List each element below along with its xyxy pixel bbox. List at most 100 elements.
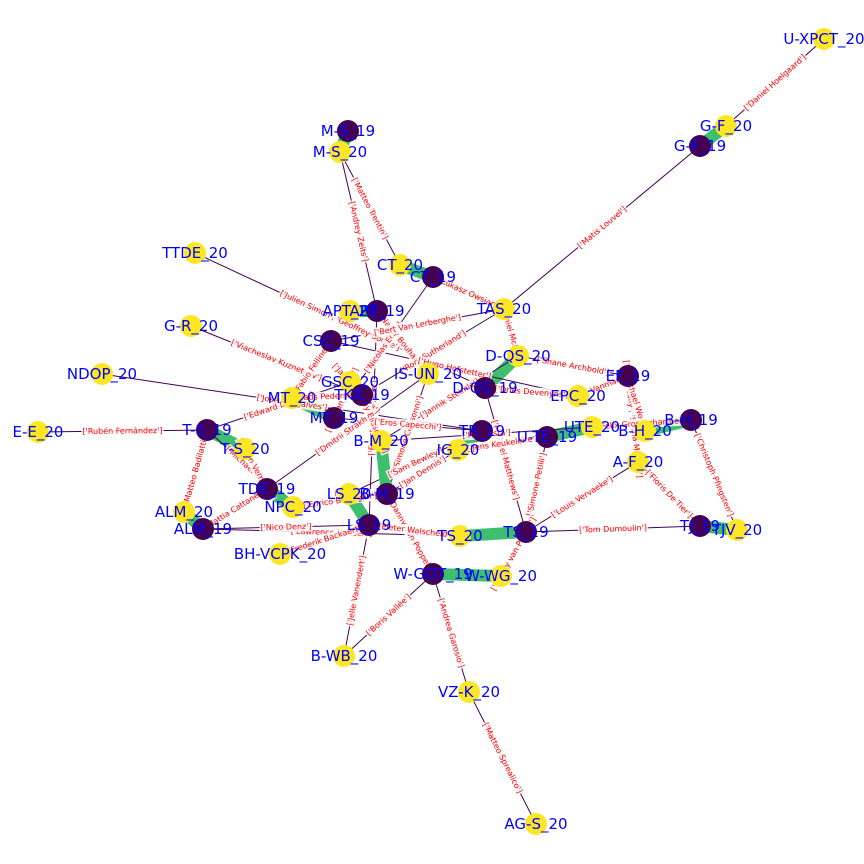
node-IG_20[interactable] <box>447 439 469 461</box>
node-T-S_20[interactable] <box>234 438 256 460</box>
node-T-S_19[interactable] <box>196 419 218 441</box>
edge-label-background <box>259 521 313 533</box>
edge-label: ['Boris Vallée'] <box>364 592 413 638</box>
node-label: TR_19 <box>458 422 505 441</box>
node-ALM_20[interactable] <box>173 501 195 523</box>
node-BH-VCPK_20[interactable] <box>269 543 291 565</box>
node-B-H_19[interactable] <box>680 409 702 431</box>
node-TKA_19[interactable] <box>351 384 373 406</box>
edge-W-GOT_19-W-WG_20 <box>432 568 502 582</box>
node-D-QS_20[interactable] <box>507 345 529 367</box>
node-TS_20[interactable] <box>449 525 471 547</box>
edge-label: ['Rubén Fernández'] <box>82 425 162 436</box>
node-APT_19[interactable] <box>366 300 388 322</box>
node-TDE_19[interactable] <box>256 478 278 500</box>
node-label: W-GOT_19 <box>393 565 472 584</box>
node-LS_20[interactable] <box>338 483 360 505</box>
node-MT_19[interactable] <box>323 407 345 429</box>
node-B-H_20[interactable] <box>634 420 656 442</box>
edge-label-background <box>548 473 616 521</box>
edge-label-background <box>396 453 449 491</box>
node-EF_19[interactable] <box>617 365 639 387</box>
edge-label-background <box>374 520 455 541</box>
node-label: NPC_20 <box>264 498 321 517</box>
node-TS_19[interactable] <box>515 521 537 543</box>
edge-label: ['Christoph Pfingsten'] <box>693 432 736 518</box>
node-G-F_19[interactable] <box>689 135 711 157</box>
node-B-M_19[interactable] <box>376 483 398 505</box>
node-EPC_20[interactable] <box>567 385 589 407</box>
edge-label-background <box>465 433 540 454</box>
node-G-F_20[interactable] <box>715 115 737 137</box>
node-label: GSC_20 <box>321 373 379 392</box>
node-TJ_19[interactable] <box>689 515 711 537</box>
nodes-layer <box>27 28 835 835</box>
node-TR_19[interactable] <box>471 420 493 442</box>
edge-label-background <box>642 467 696 521</box>
node-CSC_19[interactable] <box>320 330 342 352</box>
node-D-QS_19[interactable] <box>474 377 496 399</box>
node-UTE_20[interactable] <box>581 416 603 438</box>
node-label: B-H_20 <box>618 422 672 441</box>
node-label: TTDE_20 <box>161 244 228 263</box>
node-E-E_20[interactable] <box>27 421 49 443</box>
edge-label-group: ['Mads Pedersen'] <box>290 389 364 404</box>
edge-label-background <box>283 521 366 558</box>
node-label: TJV_20 <box>711 521 762 540</box>
edge-label-background <box>433 273 504 313</box>
edge-label-group: ['Rubén Fernández'] <box>81 424 164 437</box>
edge-label-background <box>362 590 414 639</box>
node-label: M-S_20 <box>313 143 367 162</box>
node-A-F_20[interactable] <box>627 451 649 473</box>
node-LS_19[interactable] <box>358 514 380 536</box>
node-label: U-TE_19 <box>517 428 577 447</box>
edge-label: ['Matteo Sprealico'] <box>481 721 524 795</box>
node-label: NDOP_20 <box>67 365 137 384</box>
node-label: APT_19 <box>349 302 404 321</box>
node-U-XPCT_20[interactable] <box>813 28 835 50</box>
node-AG-S_20[interactable] <box>525 813 547 835</box>
edge-label-group: ['Andrea Garosio'] <box>435 596 467 670</box>
edge-label-background <box>397 327 469 377</box>
node-CT_20[interactable] <box>389 254 411 276</box>
node-IS-UN_20[interactable] <box>417 363 439 385</box>
node-NPC_20[interactable] <box>282 496 304 518</box>
node-CT_19[interactable] <box>422 266 444 288</box>
node-label: M-S_19 <box>321 122 375 141</box>
node-B-M_20[interactable] <box>370 430 392 452</box>
edge-label: ['Floris De Tier'] <box>644 468 694 520</box>
edge-label-background <box>81 424 164 437</box>
node-U-TE_19[interactable] <box>536 426 558 448</box>
node-W-WG_20[interactable] <box>490 565 512 587</box>
edge-label: ['Mads Pedersen'] <box>291 390 362 402</box>
edge-label-group: ['Daniel Hoelgaard'] <box>741 51 809 114</box>
edge-label-background <box>415 355 494 382</box>
edge-label-group: ['Jelle Vanendert'] <box>344 553 369 628</box>
node-VZ-K_20[interactable] <box>458 681 480 703</box>
edge-label-background <box>277 287 403 354</box>
node-NDOP_20[interactable] <box>91 363 113 385</box>
edge-label: ['Andrea Garosio'] <box>436 597 466 669</box>
node-label: APT_20 <box>322 302 377 321</box>
edge-label: ['Tom Dumoulin'] <box>579 523 647 534</box>
node-M-S_20[interactable] <box>329 141 351 163</box>
node-W-GOT_19[interactable] <box>422 563 444 585</box>
edge-label-background <box>574 203 630 252</box>
node-TJV_20[interactable] <box>726 519 748 541</box>
node-TAS_20[interactable] <box>493 298 515 320</box>
node-label: A-F_20 <box>613 453 664 472</box>
edge-label-background <box>577 522 649 536</box>
edge-label-background <box>346 199 371 264</box>
node-APT_20[interactable] <box>339 300 361 322</box>
node-G-R_20[interactable] <box>180 315 202 337</box>
node-ALM_19[interactable] <box>192 518 214 540</box>
node-B-WB_20[interactable] <box>333 645 355 667</box>
edge-label-background <box>741 51 809 114</box>
node-M-S_19[interactable] <box>337 120 359 142</box>
node-label: G-F_20 <box>700 117 752 136</box>
node-label: E-E_20 <box>13 423 64 442</box>
node-TTDE_20[interactable] <box>184 242 206 264</box>
node-MT_20[interactable] <box>281 387 303 409</box>
